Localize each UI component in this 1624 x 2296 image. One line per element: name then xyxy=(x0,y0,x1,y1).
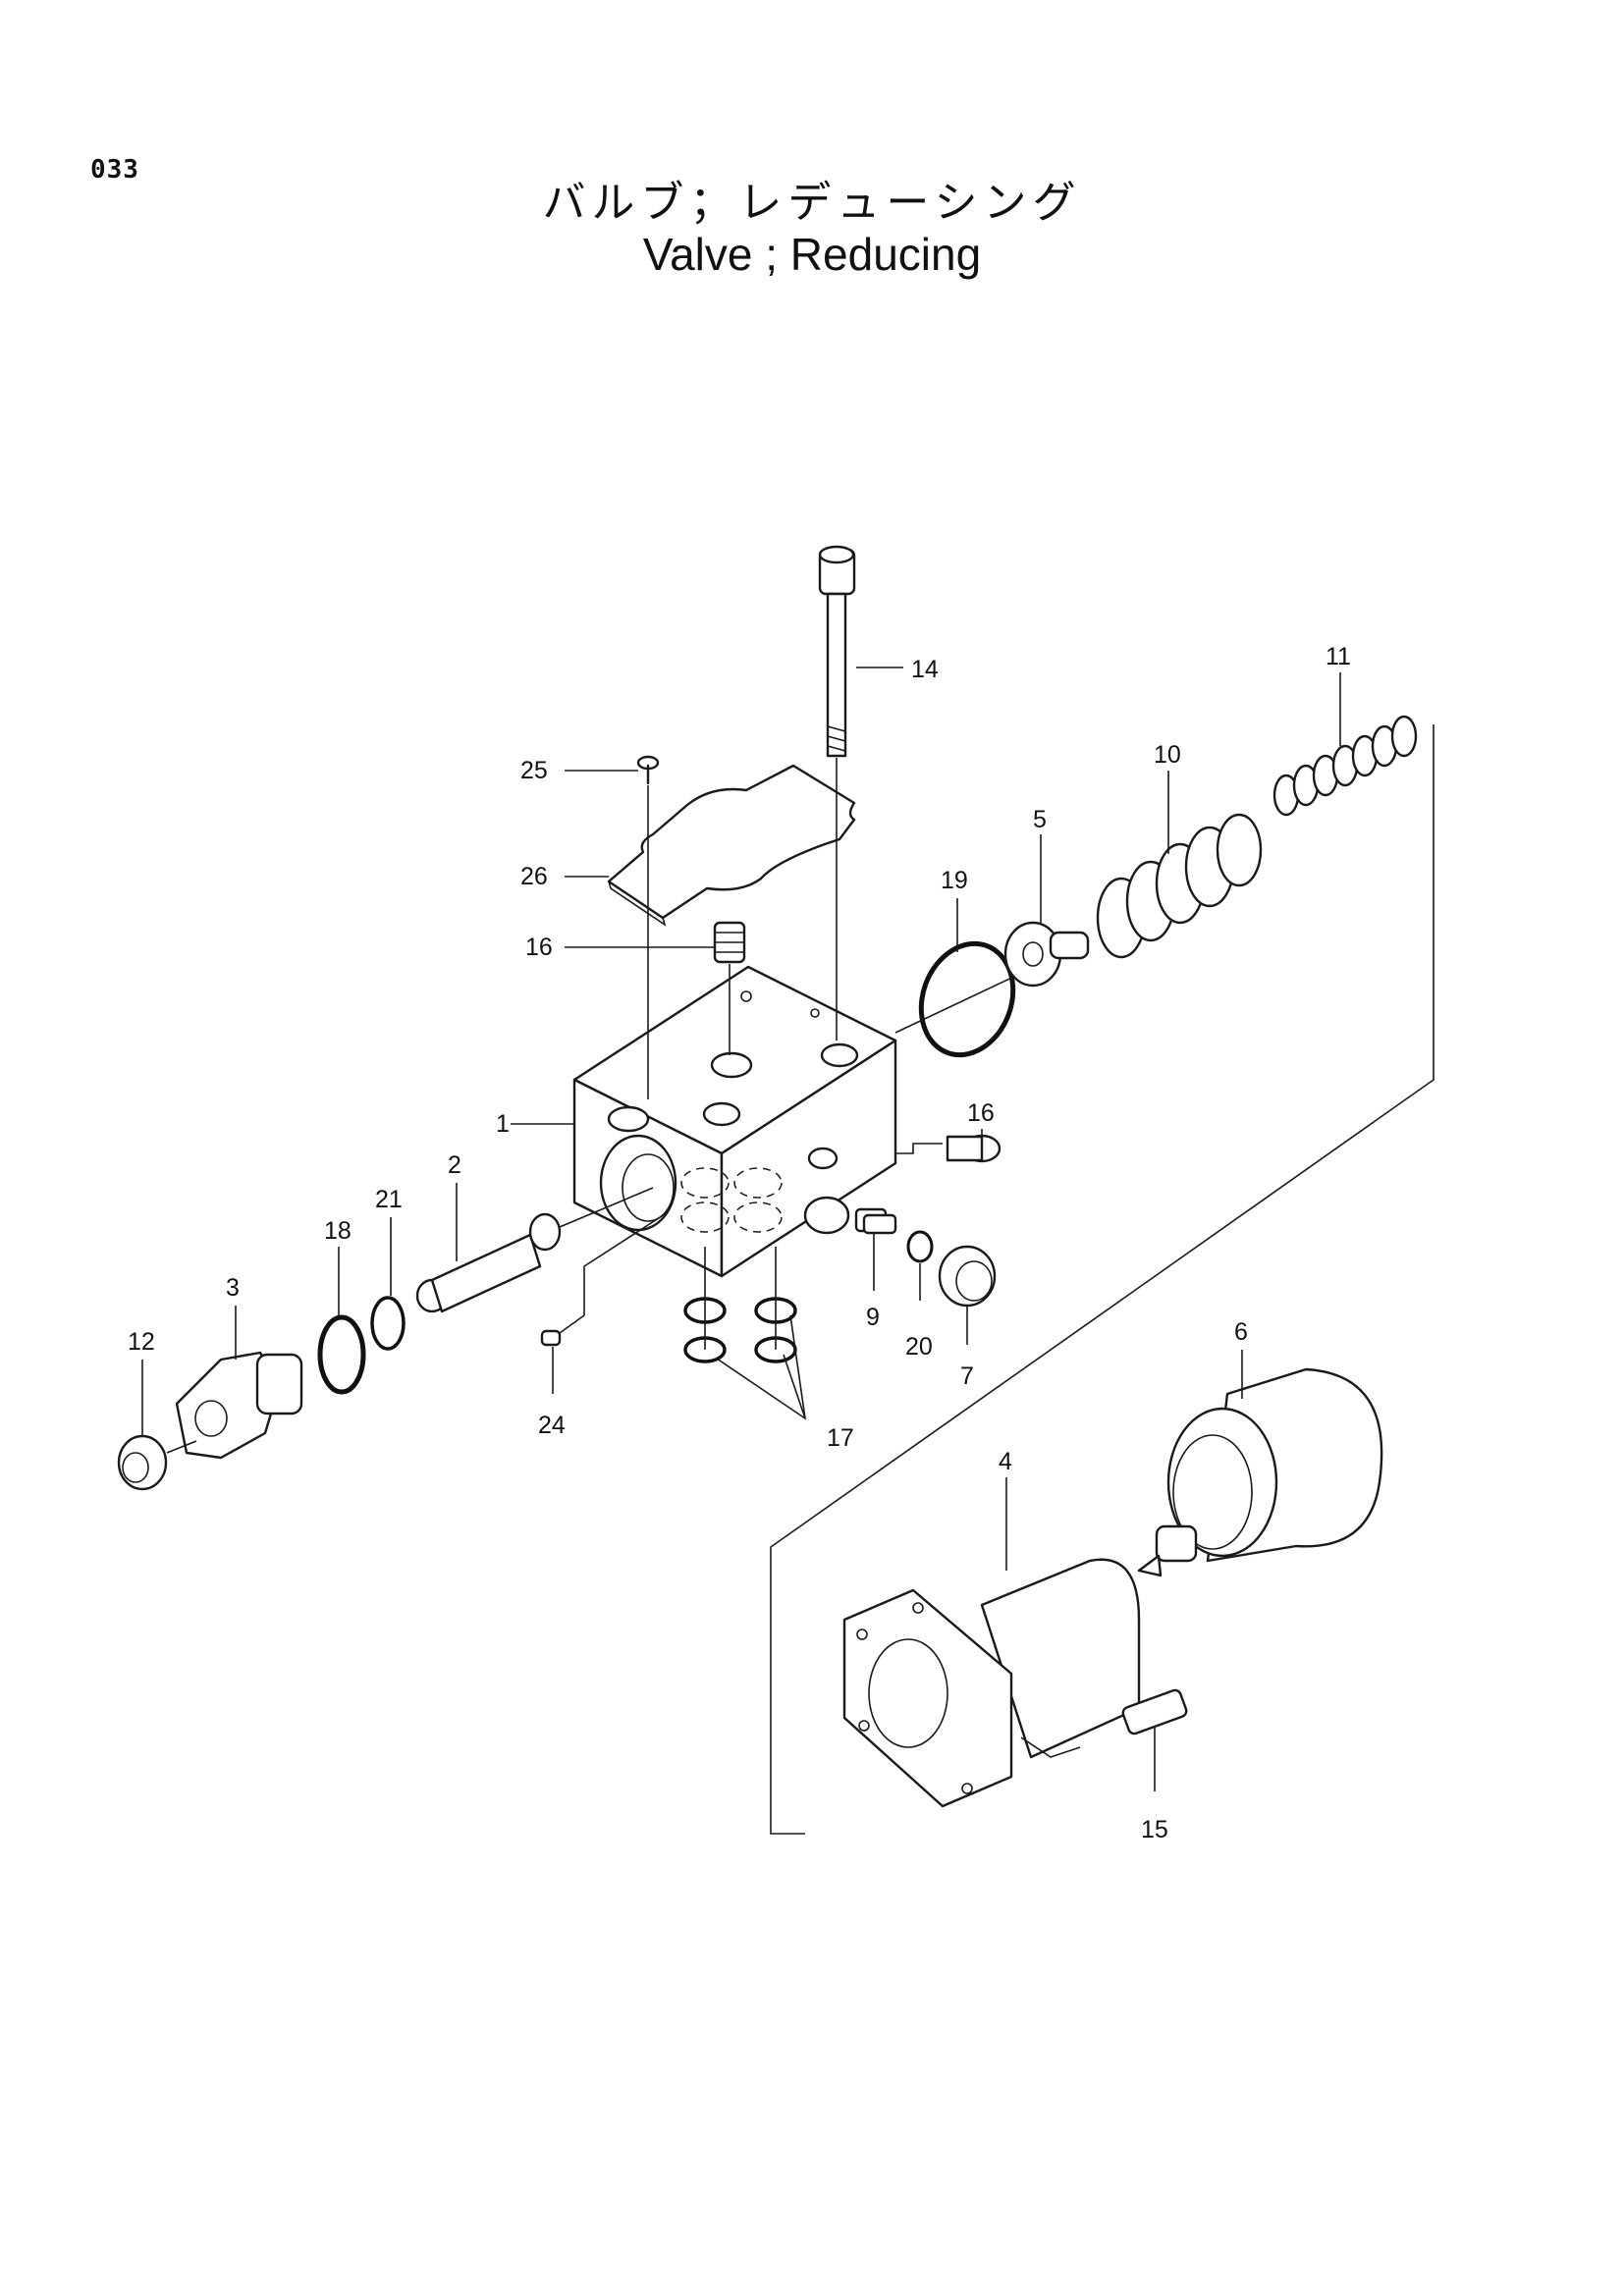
callout-6: 6 xyxy=(1234,1318,1248,1346)
callout-2: 2 xyxy=(448,1151,461,1179)
title-japanese: バルブ；レデューシング xyxy=(542,178,1082,228)
callout-10: 10 xyxy=(1154,741,1181,769)
part-17-o-rings xyxy=(683,1247,807,1420)
callout-21: 21 xyxy=(375,1186,403,1213)
page-number: 033 xyxy=(90,155,139,185)
callout-3: 3 xyxy=(226,1274,240,1302)
part-5-spring-seat xyxy=(1003,921,1090,988)
callout-5: 5 xyxy=(1033,806,1047,833)
callout-16-side: 16 xyxy=(967,1099,995,1127)
callout-11: 11 xyxy=(1326,643,1351,670)
callout-7: 7 xyxy=(960,1362,974,1390)
part-10-spring-large xyxy=(1096,813,1263,959)
callout-15: 15 xyxy=(1141,1816,1168,1843)
part-19-o-ring xyxy=(918,940,1016,1058)
callout-20: 20 xyxy=(905,1333,933,1361)
part-16-plug-side xyxy=(895,1134,1001,1163)
part-21-o-ring xyxy=(370,1296,406,1351)
part-18-o-ring xyxy=(317,1314,366,1395)
callout-19: 19 xyxy=(941,867,968,894)
part-12-plug xyxy=(117,1434,197,1491)
callout-26: 26 xyxy=(520,863,548,890)
callout-14: 14 xyxy=(911,656,939,683)
part-2-spool xyxy=(415,1187,654,1313)
callout-4: 4 xyxy=(999,1448,1012,1475)
part-7-plug xyxy=(938,1245,997,1308)
part-9-fitting xyxy=(854,1207,897,1235)
part-11-spring-small xyxy=(1272,715,1418,817)
callout-25: 25 xyxy=(520,757,548,784)
part-16-plug-top xyxy=(713,921,746,1055)
part-25-pin xyxy=(636,755,660,1099)
part-24-screw xyxy=(540,1211,669,1347)
part-1-valve-body xyxy=(572,965,897,1278)
title-english: Valve ; Reducing xyxy=(642,229,982,280)
part-4-solenoid-body xyxy=(842,1558,1141,1808)
part-6-coil xyxy=(1137,1367,1383,1577)
callout-24: 24 xyxy=(538,1412,566,1439)
callout-16-top: 16 xyxy=(525,934,553,961)
callouts: 14 25 26 16 1 2 21 18 3 12 24 17 9 20 xyxy=(128,643,1351,1843)
assembly-bracket-line xyxy=(770,724,1435,1835)
callout-9: 9 xyxy=(866,1304,880,1331)
callout-17: 17 xyxy=(827,1424,854,1452)
callout-18: 18 xyxy=(324,1217,352,1245)
part-14-bolt xyxy=(818,545,856,1041)
callout-1: 1 xyxy=(496,1110,510,1138)
part-20-o-ring xyxy=(906,1230,934,1263)
part-3-nut xyxy=(175,1351,303,1460)
part-15-bolt xyxy=(1020,1688,1188,1758)
part-26-cover-plate xyxy=(607,764,856,927)
callout-12: 12 xyxy=(128,1328,155,1356)
